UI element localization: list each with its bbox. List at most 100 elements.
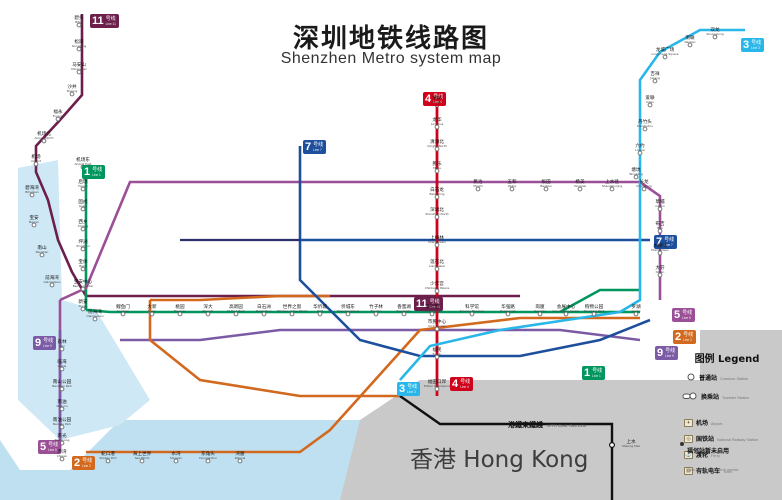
station-dot[interactable] <box>434 288 440 294</box>
station-dot[interactable] <box>31 222 37 228</box>
station-dot[interactable] <box>205 458 211 464</box>
station-dot[interactable] <box>69 91 75 97</box>
station-dot[interactable] <box>563 311 569 317</box>
station-dot[interactable] <box>29 192 35 198</box>
station-dot[interactable] <box>80 266 86 272</box>
station-dot[interactable] <box>59 406 65 412</box>
station-dot[interactable] <box>657 228 663 234</box>
station-dot[interactable] <box>80 246 86 252</box>
station-dot[interactable] <box>647 102 653 108</box>
station-dot[interactable] <box>173 458 179 464</box>
station-dot[interactable] <box>642 126 648 132</box>
station-dot[interactable] <box>637 150 643 156</box>
station-dot[interactable] <box>633 311 639 317</box>
station-dot[interactable] <box>434 354 440 360</box>
station-dot[interactable] <box>434 124 440 130</box>
station-dot[interactable] <box>80 286 86 292</box>
station-dot[interactable] <box>712 34 718 40</box>
station-dot[interactable] <box>401 311 407 317</box>
station-dot[interactable] <box>475 186 481 192</box>
station-dot[interactable] <box>59 346 65 352</box>
station-dot[interactable] <box>657 272 663 278</box>
station-dot[interactable] <box>633 174 639 180</box>
station-dot[interactable] <box>76 22 82 28</box>
station-dot[interactable] <box>657 206 663 212</box>
station-dot[interactable] <box>429 311 435 317</box>
station-dot[interactable] <box>177 311 183 317</box>
station-dot[interactable] <box>92 316 98 322</box>
station-dot[interactable] <box>373 311 379 317</box>
station-dot[interactable] <box>205 311 211 317</box>
station-dot[interactable] <box>652 78 658 84</box>
station-dot[interactable] <box>149 311 155 317</box>
station-dot[interactable] <box>434 146 440 152</box>
station-dot[interactable] <box>641 186 647 192</box>
station-dot[interactable] <box>434 386 440 392</box>
station-dot[interactable] <box>59 424 65 430</box>
station-dot[interactable] <box>543 186 549 192</box>
station-dot[interactable] <box>505 311 511 317</box>
station-dot[interactable] <box>80 206 86 212</box>
station-dot[interactable] <box>120 311 126 317</box>
station-dot[interactable] <box>33 161 39 167</box>
